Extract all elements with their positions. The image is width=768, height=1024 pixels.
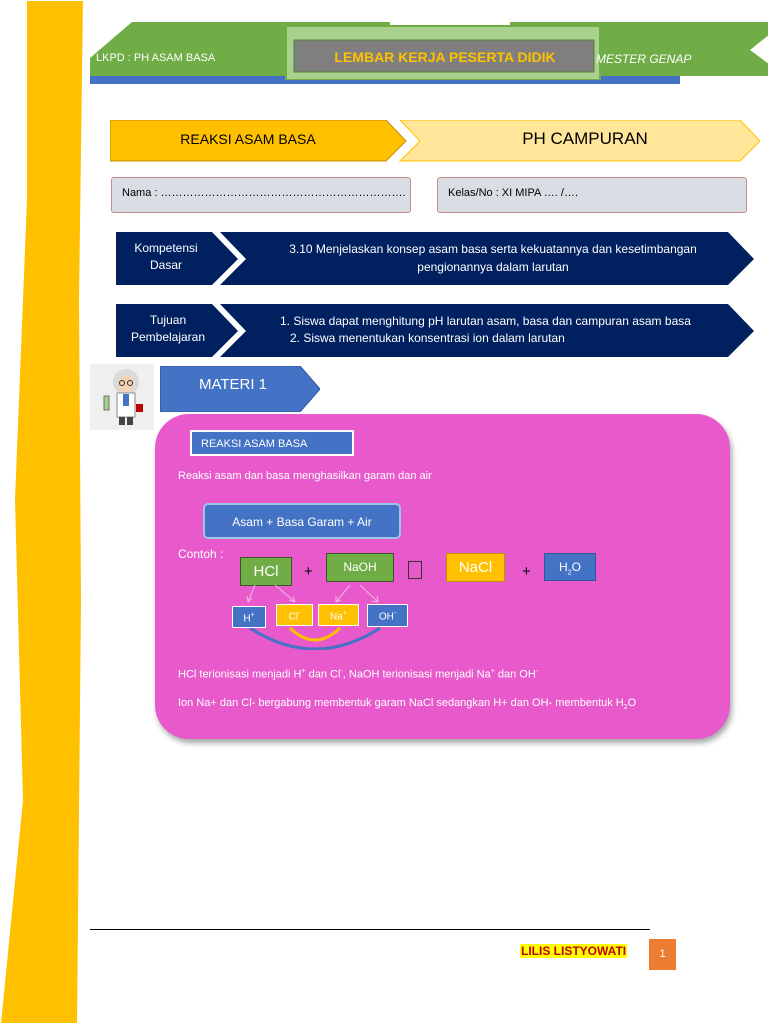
expl1-part: , NaOH terionisasi menjadi Na bbox=[342, 668, 491, 681]
hcl-box: HCl bbox=[240, 557, 292, 586]
expl1-charge: - bbox=[340, 668, 343, 675]
page-number: 1 bbox=[659, 948, 666, 960]
kompetensi-label: Kompetensi Dasar bbox=[134, 241, 198, 272]
footer-divider bbox=[90, 929, 650, 930]
name-field[interactable]: Nama : …………………………………………………………. bbox=[111, 177, 411, 213]
ion-na-box: Na+ bbox=[318, 604, 359, 626]
equation-box: Asam + Basa Garam + Air bbox=[203, 503, 401, 539]
h2o-box: H2O bbox=[544, 553, 596, 581]
reaction-arrow-icon bbox=[408, 561, 422, 579]
footer-author: LILIS LISTYOWATI bbox=[520, 944, 628, 958]
header-ribbon bbox=[90, 22, 768, 80]
ion-na: Na+ bbox=[319, 610, 358, 622]
topic-chevrons bbox=[110, 120, 760, 162]
plus-sign: + bbox=[522, 563, 531, 580]
header-right-text: MESTER GENAP bbox=[596, 52, 692, 66]
tujuan-list: 1. Siswa dapat menghitung pH larutan asa… bbox=[276, 313, 736, 347]
expl1-charge: + bbox=[490, 668, 495, 675]
materi-title: MATERI 1 bbox=[198, 376, 268, 393]
ion-cl-box: Cl- bbox=[276, 604, 313, 626]
expl1-part: dan Cl bbox=[305, 668, 341, 681]
explanation-line-1: HCl terionisasi menjadi H+ dan Cl-, NaOH… bbox=[178, 668, 538, 681]
hcl-label: HCl bbox=[253, 563, 279, 580]
expl1-charge: - bbox=[535, 668, 539, 675]
header-left-text: LKPD : PH ASAM BASA bbox=[96, 52, 216, 64]
ion-h-charge: + bbox=[250, 612, 255, 619]
ion-cl-symbol: Cl bbox=[288, 611, 299, 623]
expl2-subscript: 2 bbox=[623, 704, 628, 712]
contoh-label: Contoh : bbox=[178, 547, 224, 561]
class-field[interactable]: Kelas/No : XI MIPA …. /…. bbox=[437, 177, 747, 213]
ion-oh-box: OH- bbox=[367, 604, 408, 627]
header-underline bbox=[90, 76, 680, 84]
side-decoration-bar bbox=[0, 0, 86, 1024]
topic-right: PH CAMPURAN bbox=[522, 129, 648, 148]
expl1-part: dan OH bbox=[494, 668, 536, 681]
expl2-part: O bbox=[627, 697, 637, 709]
tujuan-item: 2. Siswa menentukan konsentrasi ion dala… bbox=[290, 331, 565, 345]
naoh-box: NaOH bbox=[326, 553, 394, 582]
class-field-label: Kelas/No : XI MIPA …. /…. bbox=[448, 187, 579, 199]
ion-na-charge: + bbox=[342, 610, 347, 617]
tujuan-shapes bbox=[116, 304, 754, 357]
expl1-part: HCl terionisasi menjadi H bbox=[178, 668, 302, 681]
intro-text: Reaksi asam dan basa menghasilkan garam … bbox=[178, 470, 432, 482]
h2o-sub: 2 bbox=[567, 569, 572, 577]
explanation-line-2: Ion Na+ dan Cl- bergabung membentuk gara… bbox=[178, 697, 636, 711]
ion-cl: Cl- bbox=[277, 610, 312, 622]
ion-oh-symbol: OH bbox=[378, 611, 394, 623]
h2o-main: H bbox=[559, 560, 568, 574]
naoh-label: NaOH bbox=[343, 560, 377, 574]
ion-cl-charge: - bbox=[298, 610, 301, 617]
kompetensi-text: 3.10 Menjelaskan konsep asam basa serta … bbox=[289, 242, 697, 274]
ion-h-box: H+ bbox=[232, 606, 266, 628]
ion-na-symbol: Na bbox=[330, 611, 343, 623]
name-field-label: Nama : …………………………………………………………. bbox=[122, 187, 406, 199]
ionization-arrows bbox=[246, 584, 381, 650]
materi-shape bbox=[160, 366, 320, 412]
expl2-part: Ion Na+ dan Cl- bergabung membentuk gara… bbox=[178, 697, 624, 709]
section-title-box: REAKSI ASAM BASA bbox=[190, 430, 354, 456]
topic-left: REAKSI ASAM BASA bbox=[180, 131, 316, 147]
ion-h-symbol: H bbox=[243, 613, 251, 625]
h2o-end: O bbox=[571, 560, 581, 574]
kompetensi-shapes bbox=[116, 232, 754, 285]
ion-oh-charge: - bbox=[393, 610, 397, 617]
h2o-label: H2O bbox=[545, 560, 595, 576]
nacl-box: NaCl bbox=[446, 553, 505, 582]
plus-sign: + bbox=[304, 563, 313, 580]
tujuan-item: 1. Siswa dapat menghitung pH larutan asa… bbox=[280, 314, 691, 328]
expl1-charge: + bbox=[301, 668, 306, 675]
page-number-box: 1 bbox=[649, 939, 676, 970]
equation-text: Asam + Basa Garam + Air bbox=[232, 515, 372, 529]
nacl-label: NaCl bbox=[458, 559, 493, 576]
scientist-icon bbox=[90, 364, 154, 430]
header-title: LEMBAR KERJA PESERTA DIDIK bbox=[334, 49, 556, 65]
section-title: REAKSI ASAM BASA bbox=[201, 438, 308, 450]
ion-h: H+ bbox=[233, 612, 265, 624]
ion-oh: OH- bbox=[368, 610, 407, 622]
tujuan-label: Tujuan Pembelajaran bbox=[130, 313, 206, 344]
